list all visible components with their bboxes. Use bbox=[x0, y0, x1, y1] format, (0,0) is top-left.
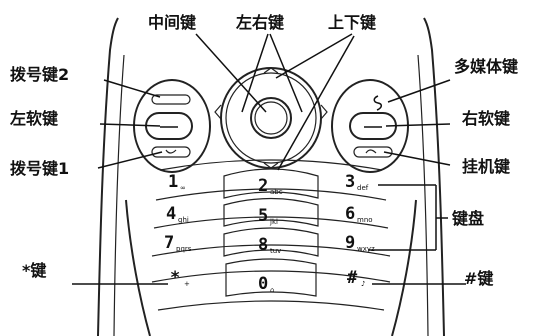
navigation-pad bbox=[214, 67, 328, 169]
key-5-digit[interactable]: 5 bbox=[258, 206, 268, 226]
label-hash-key: #键 bbox=[464, 269, 493, 288]
call-icon bbox=[165, 149, 177, 154]
keypad bbox=[151, 159, 391, 311]
key-0-sub: ⌂ bbox=[270, 286, 274, 294]
key-8-digit[interactable]: 8 bbox=[258, 235, 268, 255]
label-left-soft-key: 左软键 bbox=[9, 109, 58, 128]
key-star-sub: + bbox=[184, 280, 190, 288]
key-6-sub: mno bbox=[357, 216, 373, 224]
key-4-sub: ghi bbox=[178, 216, 189, 224]
key-2-digit[interactable]: 2 bbox=[258, 176, 268, 196]
key-7-digit[interactable]: 7 bbox=[164, 233, 174, 253]
key-2-outline[interactable] bbox=[223, 168, 319, 199]
label-right-soft-key: 右软键 bbox=[462, 109, 510, 128]
key-6-digit[interactable]: 6 bbox=[345, 204, 355, 224]
key-3-sub: def bbox=[357, 184, 369, 192]
key-8-sub: tuv bbox=[270, 247, 281, 255]
label-left-right-key: 左右键 bbox=[235, 13, 284, 32]
key-9-digit[interactable]: 9 bbox=[345, 233, 355, 253]
key-5-outline[interactable] bbox=[223, 197, 319, 227]
key-2-sub: abc bbox=[270, 188, 283, 196]
key-1-digit[interactable]: 1 bbox=[168, 172, 178, 192]
label-up-down-key: 上下键 bbox=[328, 13, 376, 32]
key-3-digit[interactable]: 3 bbox=[345, 172, 355, 192]
label-end-key: 挂机键 bbox=[462, 157, 510, 176]
multimedia-note-icon[interactable] bbox=[373, 95, 382, 111]
dial-key-1-button[interactable] bbox=[151, 146, 191, 158]
hangup-icon bbox=[365, 149, 377, 154]
key-8-outline[interactable] bbox=[223, 227, 319, 257]
key-star-digit[interactable]: * bbox=[170, 268, 180, 288]
center-key-button[interactable] bbox=[250, 97, 292, 139]
phone-body bbox=[97, 17, 445, 336]
label-center-key: 中间键 bbox=[148, 13, 196, 32]
key-9-sub: wxyz bbox=[357, 245, 375, 253]
key-0-outline[interactable] bbox=[225, 258, 317, 297]
label-dial-key-2: 拨号键2 bbox=[10, 65, 69, 84]
key-1-sub: ∞ bbox=[180, 184, 186, 192]
key-0-digit[interactable]: 0 bbox=[258, 274, 268, 294]
label-multimedia-key: 多媒体键 bbox=[454, 57, 518, 76]
label-keypad: 键盘 bbox=[451, 209, 484, 228]
key-5-sub: jkl bbox=[269, 218, 278, 226]
label-star-key: *键 bbox=[22, 261, 46, 280]
annotation-labels: 中间键 左右键 上下键 拨号键2 左软键 拨号键1 多媒体键 右软键 挂机键 键… bbox=[9, 13, 518, 288]
label-dial-key-1: 拨号键1 bbox=[10, 159, 69, 178]
key-4-digit[interactable]: 4 bbox=[166, 204, 176, 224]
key-hash-digit[interactable]: # bbox=[347, 268, 358, 288]
key-digits: 1 ∞ 2 abc 3 def 4 ghi 5 jkl 6 mno 7 pqrs… bbox=[164, 172, 375, 294]
key-7-sub: pqrs bbox=[176, 245, 192, 253]
key-hash-sub: ♪ bbox=[361, 280, 365, 288]
leader-lines bbox=[72, 33, 466, 285]
dial-key-2-button[interactable] bbox=[151, 94, 191, 105]
end-key-button[interactable] bbox=[353, 146, 393, 158]
